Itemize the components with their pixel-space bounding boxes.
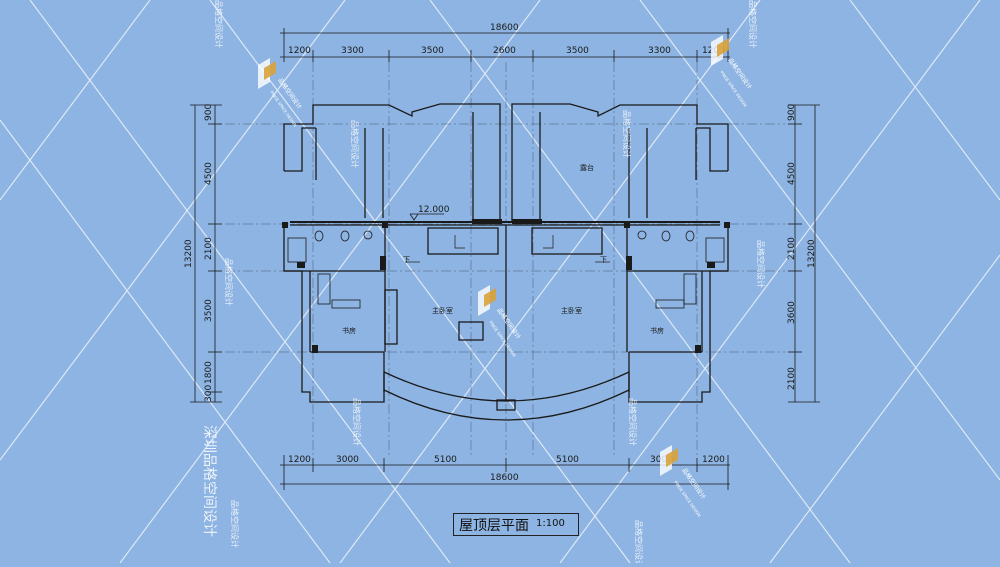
top-dim: 3500 <box>421 46 444 56</box>
right-dim: 2100 <box>787 367 797 390</box>
watermark-small-text: 品格空间设计 <box>748 0 758 48</box>
top-total-dim: 18600 <box>490 23 519 33</box>
left-dim: 900 <box>204 104 214 121</box>
watermark-vertical-text: 深圳品格空间设计 <box>201 425 217 537</box>
drawing-scale: 1:100 <box>536 518 565 529</box>
dimension-lines <box>190 28 820 490</box>
title-block <box>453 513 579 536</box>
watermark-logo: 品格空间设计 PINGE SPACE DESIGN <box>478 285 523 358</box>
top-dimension-labels: 18600 1200 3300 3500 2600 3500 3300 1200 <box>288 23 725 56</box>
top-dim: 2600 <box>493 46 516 56</box>
structural-columns <box>282 219 730 353</box>
watermark-small-text: 品格空间设计 <box>628 398 638 446</box>
bottom-dimension-labels: 1200 3000 5100 5100 3000 1200 18600 <box>288 455 725 483</box>
bottom-dim: 5100 <box>556 455 579 465</box>
right-dim: 2100 <box>787 237 797 260</box>
watermark-small-text: 品格空间设计 <box>230 500 240 548</box>
watermark-small-text: 品格空间设计 <box>352 398 362 446</box>
watermark-small-text: 品格空间设计 <box>756 240 766 288</box>
watermark-logo: 品格空间设计 PINGE SPACE DESIGN <box>711 35 754 108</box>
right-dimension-labels: 900 4500 2100 3600 2100 13200 <box>787 104 817 390</box>
watermark-small-text: 品格空间设计 <box>622 110 632 158</box>
stair-down-right: 下 <box>600 256 607 264</box>
left-total-dim: 13200 <box>184 239 194 268</box>
left-dim: 2100 <box>204 237 214 260</box>
room-label-master-left: 主卧室 <box>432 306 453 315</box>
bottom-dim: 1200 <box>288 455 311 465</box>
top-dim: 1200 <box>288 46 311 56</box>
building-walls <box>283 103 729 421</box>
right-total-dim: 13200 <box>807 239 817 268</box>
room-label-study-right: 书房 <box>650 326 664 335</box>
room-label-master-right: 主卧室 <box>561 306 582 315</box>
bottom-dim: 3000 <box>336 455 359 465</box>
left-dimension-labels: 13200 900 4500 2100 3500 1800 300 <box>184 104 214 402</box>
room-labels: 露台 主卧室 主卧室 书房 书房 下 下 <box>342 163 664 335</box>
watermark-small-text: 品格空间设计 <box>224 258 234 306</box>
bottom-total-dim: 18600 <box>490 473 519 483</box>
bottom-dim: 5100 <box>434 455 457 465</box>
watermark-logo: 品格空间设计 PINGE SPACE DESIGN <box>660 445 708 518</box>
watermark-small-text: 品格空间设计 <box>350 120 360 168</box>
left-dim: 3500 <box>204 299 214 322</box>
bottom-dim: 1200 <box>702 455 725 465</box>
top-dim: 3500 <box>566 46 589 56</box>
top-dim: 3300 <box>648 46 671 56</box>
watermark-small-text: 品格空间设计 <box>214 0 224 48</box>
stair-arrows <box>405 235 610 263</box>
top-dim: 3300 <box>341 46 364 56</box>
left-dim: 300 <box>204 385 214 402</box>
left-dim: 4500 <box>204 162 214 185</box>
bath-fixtures <box>287 230 725 309</box>
room-label-terrace: 露台 <box>580 163 594 172</box>
stair-down-left: 下 <box>403 256 410 264</box>
left-dim: 1800 <box>204 361 214 384</box>
watermark: 深圳品格空间设计 品格空间设计 品格空间设计 品格空间设计 品格空间设计 品格空… <box>201 0 766 567</box>
watermark-small-text: 品格空间设计 <box>634 520 644 563</box>
room-label-study-left: 书房 <box>342 326 356 335</box>
elevation-marker <box>409 213 444 221</box>
right-dim: 4500 <box>787 162 797 185</box>
right-dim: 900 <box>787 104 797 121</box>
elevation-label: 12.000 <box>418 205 450 215</box>
drawing-title: 屋顶层平面 <box>459 518 529 534</box>
right-dim: 3600 <box>787 301 797 324</box>
